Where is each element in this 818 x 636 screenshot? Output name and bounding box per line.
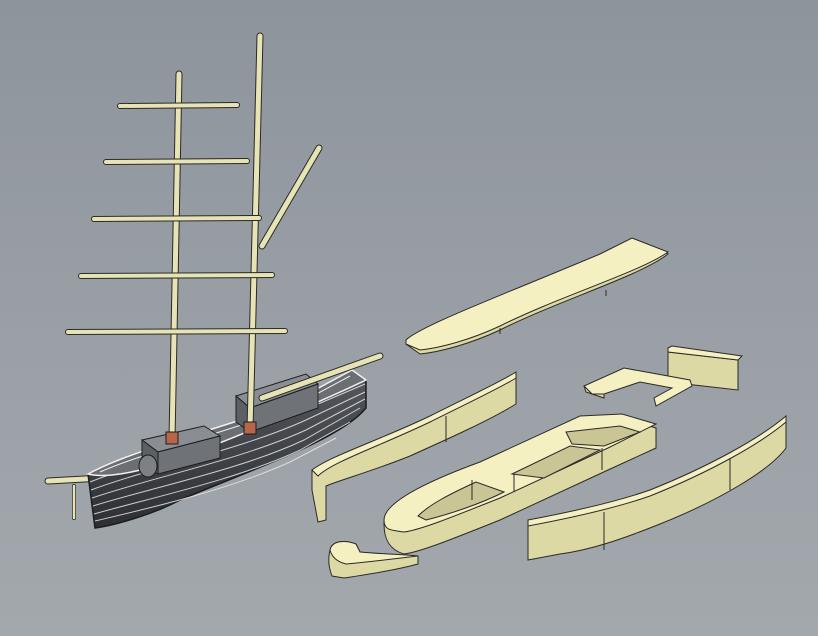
yard-3	[91, 215, 262, 222]
boom-spar	[258, 352, 384, 402]
deck-plate-part[interactable]	[405, 237, 670, 355]
yard-4	[78, 272, 275, 279]
hull-side-right-part[interactable]	[527, 414, 787, 561]
ship-model[interactable]	[44, 32, 384, 529]
hull-side-left-part[interactable]	[311, 371, 517, 523]
stem-piece-part[interactable]	[328, 541, 419, 579]
yard-1	[117, 102, 240, 109]
main-mast	[246, 32, 264, 434]
gaff-spar	[258, 144, 323, 250]
deck-winch	[138, 454, 158, 478]
yard-spars	[65, 102, 288, 335]
fore-mast	[168, 70, 183, 444]
fore-mast-step	[165, 431, 179, 445]
yard-5	[65, 328, 288, 335]
stern-bracket-part[interactable]	[583, 367, 693, 407]
main-mast-step	[243, 421, 257, 435]
yard-2	[103, 158, 250, 165]
hull-frame-part[interactable]	[383, 413, 658, 555]
